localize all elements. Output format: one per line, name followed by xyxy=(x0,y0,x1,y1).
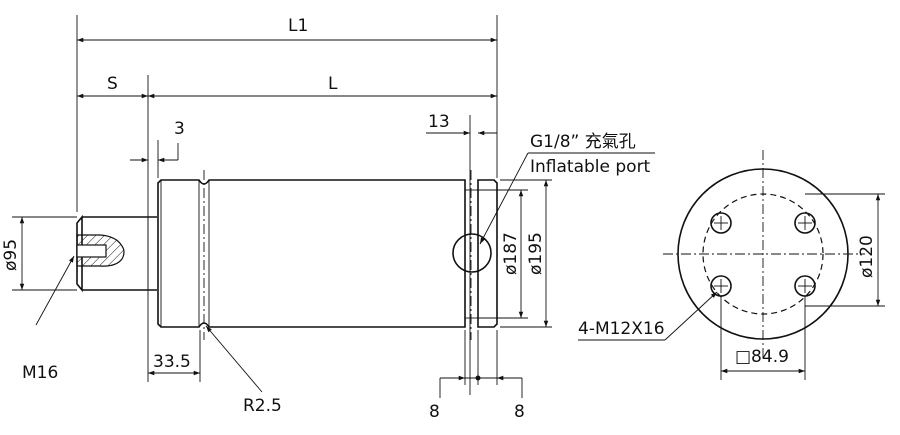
dimension-13: 13 xyxy=(426,112,497,136)
label-port-name: Inflatable port xyxy=(530,157,651,177)
callout-R2-5: R2.5 xyxy=(205,325,282,416)
label-L: L xyxy=(328,74,338,94)
label-L1: L1 xyxy=(288,16,308,36)
label-S: S xyxy=(107,74,118,94)
dimension-S: S xyxy=(77,74,149,99)
label-M16: M16 xyxy=(22,363,58,383)
label-d195: ø195 xyxy=(526,232,546,275)
piston-shaft xyxy=(76,214,157,293)
extension-lines xyxy=(76,15,498,395)
label-R2-5: R2.5 xyxy=(243,396,282,416)
label-sq84-9: □84.9 xyxy=(735,347,789,367)
callout-bolts: 4-M12X16 xyxy=(578,291,718,341)
callout-M16: M16 xyxy=(22,255,75,383)
label-8-right: 8 xyxy=(514,402,525,422)
dimension-d187: ø187 xyxy=(478,189,528,319)
label-8-left: 8 xyxy=(429,402,440,422)
dimension-L: L xyxy=(147,74,497,99)
dimension-gap-3: 3 xyxy=(130,119,185,163)
label-33-5: 33.5 xyxy=(153,352,191,372)
dimension-33-5: 33.5 xyxy=(147,352,201,376)
label-port-spec: G1/8” 充氣孔 xyxy=(530,132,636,152)
dimension-sq84-9: □84.9 xyxy=(720,296,806,380)
end-view xyxy=(663,150,865,360)
cylinder-body xyxy=(157,170,498,340)
dimension-d120: ø120 xyxy=(805,193,885,307)
label-4-M12X16: 4-M12X16 xyxy=(578,319,665,339)
callout-inflatable-port: G1/8” 充氣孔 Inflatable port xyxy=(479,132,655,245)
dimension-8-8: 8 8 xyxy=(429,330,525,422)
label-13: 13 xyxy=(428,112,450,132)
label-d187: ø187 xyxy=(501,232,521,275)
dimension-d95: ø95 xyxy=(1,216,77,291)
dimension-L1: L1 xyxy=(77,16,497,43)
label-d95: ø95 xyxy=(1,239,21,271)
label-3: 3 xyxy=(174,119,185,139)
dimension-d195: ø195 xyxy=(500,179,552,328)
label-d120: ø120 xyxy=(857,235,877,278)
